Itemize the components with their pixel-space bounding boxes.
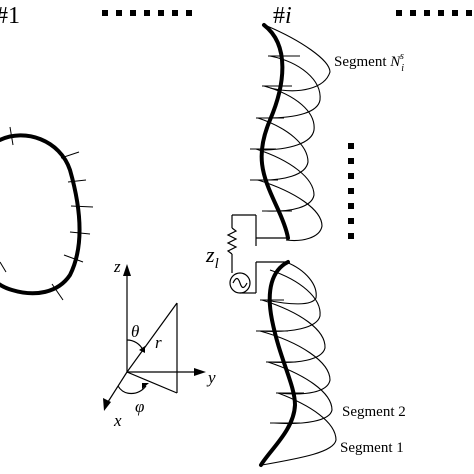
segment-1-label: Segment 1 [340, 440, 404, 456]
axis-y-label: y [206, 368, 216, 387]
load-circuit [226, 214, 288, 294]
object-i-wire [259, 23, 297, 467]
segment-tick [70, 205, 94, 208]
coordinate-system [103, 264, 206, 411]
angle-phi-label: φ [135, 397, 144, 416]
segment-tick [67, 179, 87, 183]
object-i-label: #i [273, 3, 292, 29]
segment-tick [60, 151, 80, 159]
segment-tick [0, 261, 7, 273]
segment-tick [51, 283, 64, 301]
radius-r-label: r [155, 333, 162, 352]
segment-tick [69, 231, 91, 235]
axis-x-label: x [113, 411, 122, 430]
segment-tick [63, 254, 84, 263]
axis-z-label: z [113, 257, 121, 276]
segment-2-label: Segment 2 [342, 404, 406, 420]
basis-functions [255, 25, 337, 466]
angle-theta-label: θ [131, 322, 139, 341]
segment-tick [9, 126, 14, 146]
object-i-ticks [250, 55, 304, 424]
object-1-label: #1 [0, 3, 20, 29]
load-impedance-label: zl [205, 242, 219, 272]
segment-top-label: Segment Nis [334, 51, 404, 74]
resistor-symbol [226, 227, 238, 255]
object-1-curve [0, 126, 94, 301]
